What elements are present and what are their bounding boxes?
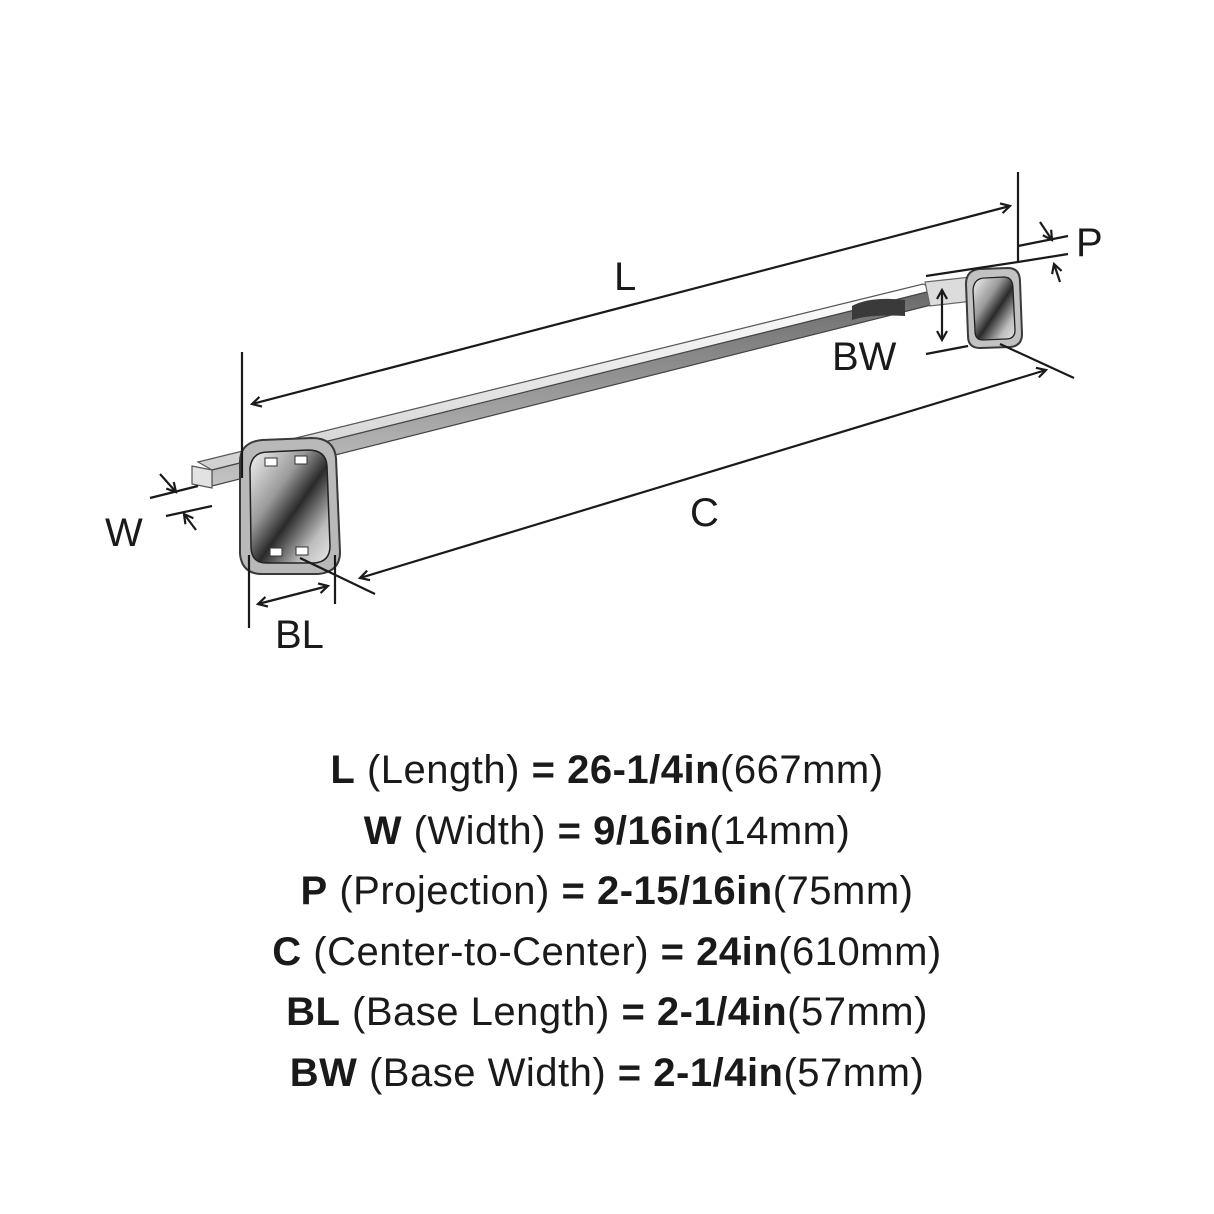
spec-metric: (57mm) [787, 990, 928, 1034]
extension-line-c-left [299, 557, 376, 595]
spec-metric: (667mm) [720, 748, 884, 792]
dimension-spec-list: L (Length) = 26-1/4in(667mm) W (Width) =… [0, 740, 1214, 1103]
towel-bar-illustration [191, 266, 1024, 575]
label-bw: BW [832, 335, 897, 379]
spec-equals: = [660, 929, 685, 974]
spec-code: L [330, 748, 356, 792]
spec-line-base-width: BW (Base Width) = 2-1/4in(57mm) [0, 1043, 1214, 1104]
right-base-plate [964, 266, 1024, 350]
spec-line-center-to-center: C (Center-to-Center) = 24in(610mm) [0, 922, 1214, 983]
label-c: C [690, 491, 719, 535]
dimension-labels: L C W P BL BW [105, 221, 1103, 657]
spec-equals: = [617, 1050, 642, 1095]
dimension-bl-arrow [258, 586, 328, 604]
spec-equals: = [531, 748, 556, 792]
spec-name: (Width) [413, 808, 546, 853]
dimension-w-arrow-top [159, 473, 176, 492]
spec-equals: = [621, 990, 646, 1034]
extension-line-p-2 [1017, 252, 1069, 264]
extension-line-p [1017, 234, 1069, 248]
spec-code: P [300, 869, 328, 913]
spec-imperial: 24in [696, 929, 779, 974]
spec-metric: (14mm) [709, 808, 851, 853]
dimension-p-arrow-bottom [1054, 264, 1060, 283]
spec-name: (Center-to-Center) [313, 929, 650, 974]
spec-metric: (57mm) [783, 1050, 925, 1095]
spec-imperial: 9/16in [593, 808, 710, 853]
spec-name: (Base Length) [352, 990, 610, 1034]
dimension-p-arrow-top [1039, 221, 1052, 240]
dimension-w-arrow-bottom [184, 514, 197, 531]
towel-bar-dimension-diagram: L C W P BL BW [105, 172, 1103, 657]
spec-code: BL [286, 990, 341, 1034]
left-base-plate [239, 436, 342, 575]
spec-line-base-length: BL (Base Length) = 2-1/4in(57mm) [0, 982, 1214, 1043]
spec-code: W [363, 808, 402, 853]
spec-imperial: 26-1/4in [567, 748, 721, 792]
spec-name: (Base Width) [368, 1050, 607, 1095]
spec-equals: = [561, 869, 586, 913]
dimension-c-arrow [360, 370, 1046, 578]
spec-imperial: 2-1/4in [656, 990, 788, 1034]
extension-line-w-bottom [165, 504, 213, 518]
spec-metric: (610mm) [778, 929, 942, 974]
dimension-lines [149, 172, 1075, 628]
spec-equals: = [557, 808, 582, 853]
spec-line-length: L (Length) = 26-1/4in(667mm) [0, 740, 1214, 801]
spec-imperial: 2-15/16in [596, 869, 773, 913]
spec-imperial: 2-1/4in [653, 1050, 784, 1095]
extension-line-bw-bottom [925, 344, 969, 356]
extension-line-w-top [149, 484, 199, 500]
spec-code: BW [289, 1050, 358, 1095]
bar-left-end [191, 465, 213, 489]
spec-name: (Length) [366, 748, 520, 792]
spec-line-width: W (Width) = 9/16in(14mm) [0, 801, 1214, 862]
spec-name: (Projection) [339, 869, 550, 913]
label-p: P [1076, 221, 1103, 265]
spec-line-projection: P (Projection) = 2-15/16in(75mm) [0, 861, 1214, 922]
label-w: W [105, 511, 143, 555]
extension-line-c-right [999, 343, 1075, 379]
label-l: L [614, 255, 636, 299]
spec-code: C [272, 929, 302, 974]
label-bl: BL [275, 613, 324, 657]
spec-metric: (75mm) [772, 869, 914, 913]
